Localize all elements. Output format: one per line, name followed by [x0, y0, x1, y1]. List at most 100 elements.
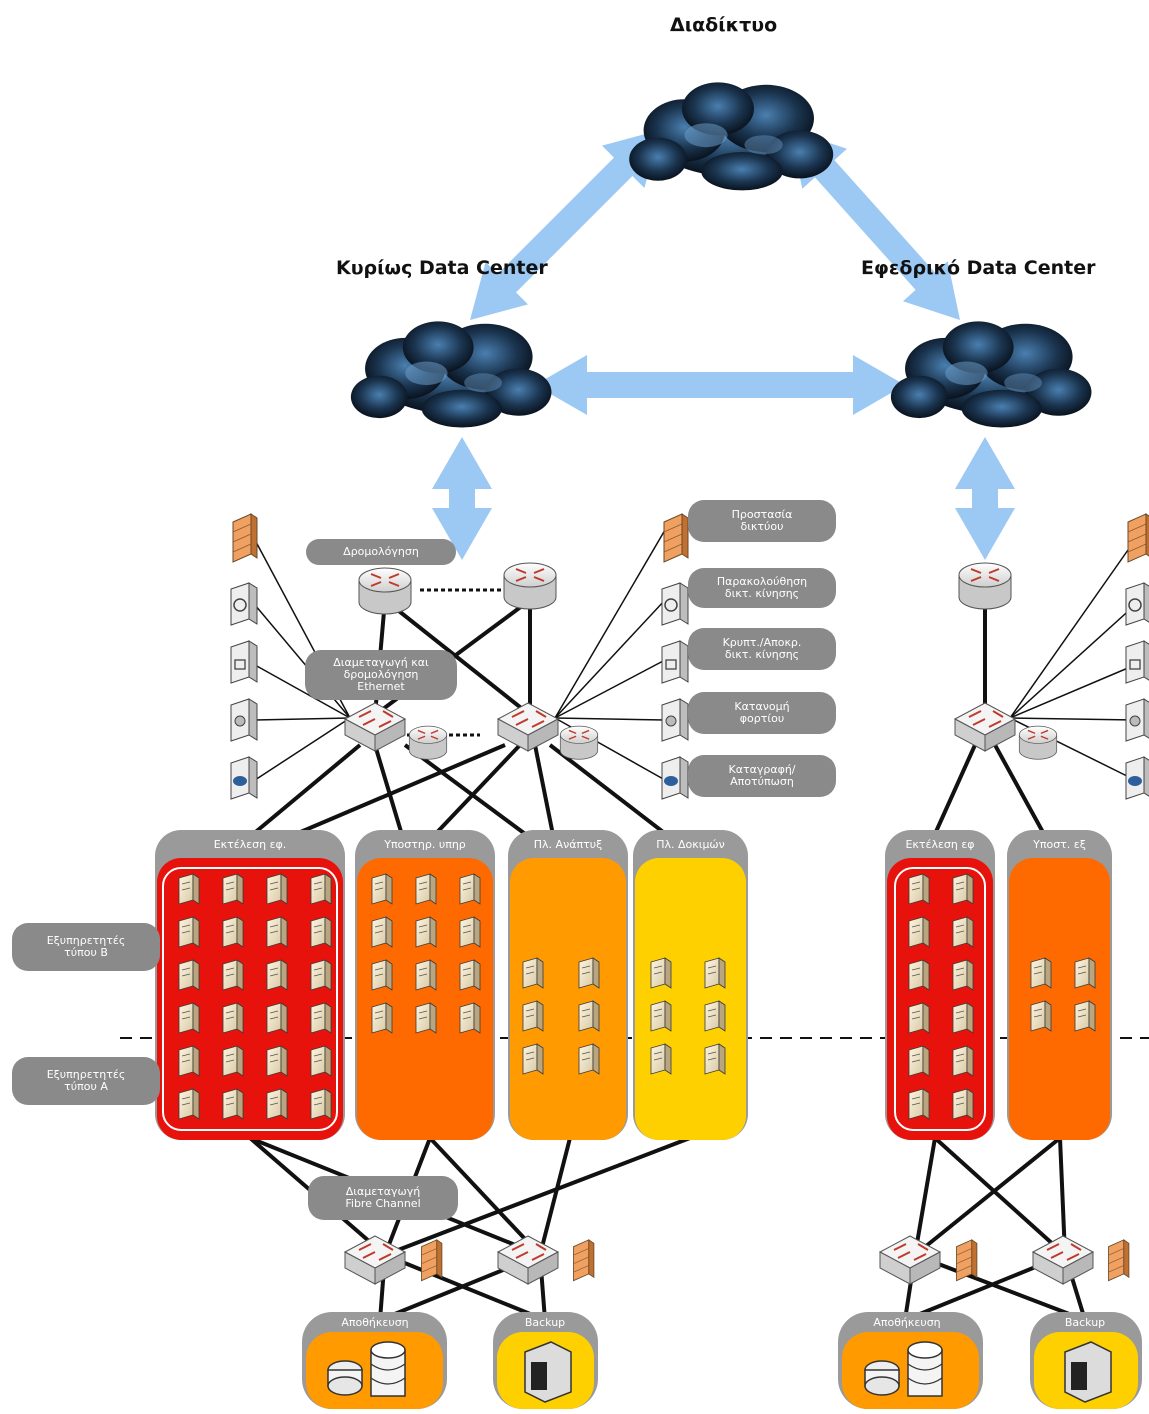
backup-switch-icon — [954, 702, 1016, 752]
server-icon — [222, 1045, 244, 1077]
zone-rim — [162, 867, 338, 1131]
left-appliance-monitor-icon — [230, 582, 258, 626]
server-icon — [415, 1002, 437, 1034]
server-icon — [704, 1043, 726, 1075]
server-icon — [459, 959, 481, 991]
backup-switch-zone-link — [928, 744, 977, 846]
server-icon — [266, 1002, 288, 1034]
appliance-link-right — [554, 659, 666, 719]
right-appliance-monitor-icon — [661, 582, 689, 626]
zone-3-body — [635, 858, 746, 1140]
appliance-link-left — [254, 717, 351, 781]
callout-load-balancing: Κατανομή φορτίου — [688, 692, 836, 734]
right-appliance-monitor-glyph — [664, 598, 678, 612]
server-icon — [371, 916, 393, 948]
callout-servers-type-b: Εξυπηρετητές τύπου Β — [12, 923, 160, 971]
zone-0-body — [157, 858, 343, 1140]
server-icon — [415, 916, 437, 948]
primary-disk-base — [327, 1376, 363, 1396]
backup-appliance-link — [1009, 604, 1136, 719]
primary-dc-cloud-icon — [350, 321, 552, 428]
server-icon — [578, 1000, 600, 1032]
backup-fabric-link — [1058, 1137, 1067, 1256]
backup-fabric-link — [933, 1136, 1067, 1257]
server-icon — [704, 1000, 726, 1032]
server-icon — [266, 1088, 288, 1120]
server-icon — [178, 959, 200, 991]
server-icon — [222, 1088, 244, 1120]
callout-traffic-monitoring: Παρακολούθηση δικτ. κίνησης — [688, 568, 836, 608]
fc-switch-icon — [344, 1235, 406, 1285]
backup-appliance-firewall-icon — [1127, 513, 1149, 563]
server-icon — [650, 1043, 672, 1075]
server-icon — [952, 1002, 974, 1034]
server-icon — [266, 873, 288, 905]
server-icon — [952, 916, 974, 948]
zone-rim — [894, 867, 986, 1131]
server-icon — [222, 1002, 244, 1034]
server-icon — [522, 1000, 544, 1032]
server-icon — [178, 873, 200, 905]
callout-fc-switching: Διαμεταγωγή Fibre Channel — [308, 1176, 458, 1220]
appliance-link-right — [554, 529, 666, 719]
primary-disk-stack-ring — [370, 1363, 406, 1371]
switch-zone-link — [423, 743, 522, 847]
primary-disk-stack-ring — [370, 1377, 406, 1385]
backup-disk-base — [864, 1376, 900, 1396]
router-switch-link — [383, 598, 532, 717]
zone-label-1: Υποστηρ. υπηρ — [384, 838, 466, 851]
server-icon — [952, 873, 974, 905]
left-appliance-monitor-glyph — [233, 598, 247, 612]
server-icon — [415, 959, 437, 991]
server-zones — [155, 830, 1142, 1409]
backup-appliance-log-glyph — [1128, 776, 1142, 786]
switch-icon — [497, 702, 559, 752]
title-internet: Διαδίκτυο — [670, 14, 778, 36]
arrow-backup-router — [955, 437, 1015, 560]
title-primary-dc: Κυρίως Data Center — [336, 257, 548, 279]
server-icon — [908, 959, 930, 991]
firewall-icon — [1108, 1239, 1130, 1282]
arrow-primary-router — [432, 437, 492, 560]
backup-appliance-balancer-glyph — [1129, 715, 1141, 727]
server-icon — [222, 873, 244, 905]
zone-label-0: Εκτέλεση εφ. — [213, 838, 287, 851]
backup-disk-stack-ring — [907, 1363, 943, 1371]
server-icon — [371, 873, 393, 905]
server-icon — [310, 916, 332, 948]
server-icon — [650, 1000, 672, 1032]
callout-routing: Δρομολόγηση — [306, 539, 456, 565]
backup-zone-1-body — [1009, 858, 1110, 1140]
backup-storage-link — [914, 1253, 1086, 1322]
backup-zone-label-0: Εκτέλεση εφ — [905, 838, 975, 851]
server-icon — [1074, 957, 1096, 989]
server-icon — [650, 957, 672, 989]
server-icon — [908, 1088, 930, 1120]
arrow-internet-backup — [790, 130, 960, 320]
server-icon — [952, 1088, 974, 1120]
left-appliance-balancer-glyph — [234, 715, 246, 727]
appliance-link-right — [554, 599, 666, 719]
switch-icon — [344, 702, 406, 752]
backup-appliance-link — [1009, 664, 1136, 719]
server-icon — [459, 873, 481, 905]
backup-switch-zone-link — [993, 744, 1052, 846]
network-devices — [178, 82, 1149, 1403]
backup-router-icon — [1018, 725, 1058, 761]
server-icon — [459, 1002, 481, 1034]
primary-disk-stack-top — [370, 1341, 406, 1359]
appliance-link-left — [254, 664, 351, 719]
fabric-link — [538, 1137, 572, 1256]
callout-servers-type-a: Εξυπηρετητές τύπου Α — [12, 1057, 160, 1105]
server-icon — [310, 1045, 332, 1077]
zone-label-2: Πλ. Ανάπτυξ — [533, 838, 603, 851]
server-icon — [908, 873, 930, 905]
switch-zone-link — [238, 743, 362, 847]
label-primary-backup: Backup — [524, 1316, 566, 1329]
server-icon — [266, 1045, 288, 1077]
server-icon — [222, 959, 244, 991]
backup-zone-0 — [885, 830, 995, 1140]
server-icon — [310, 1088, 332, 1120]
server-icon — [522, 957, 544, 989]
